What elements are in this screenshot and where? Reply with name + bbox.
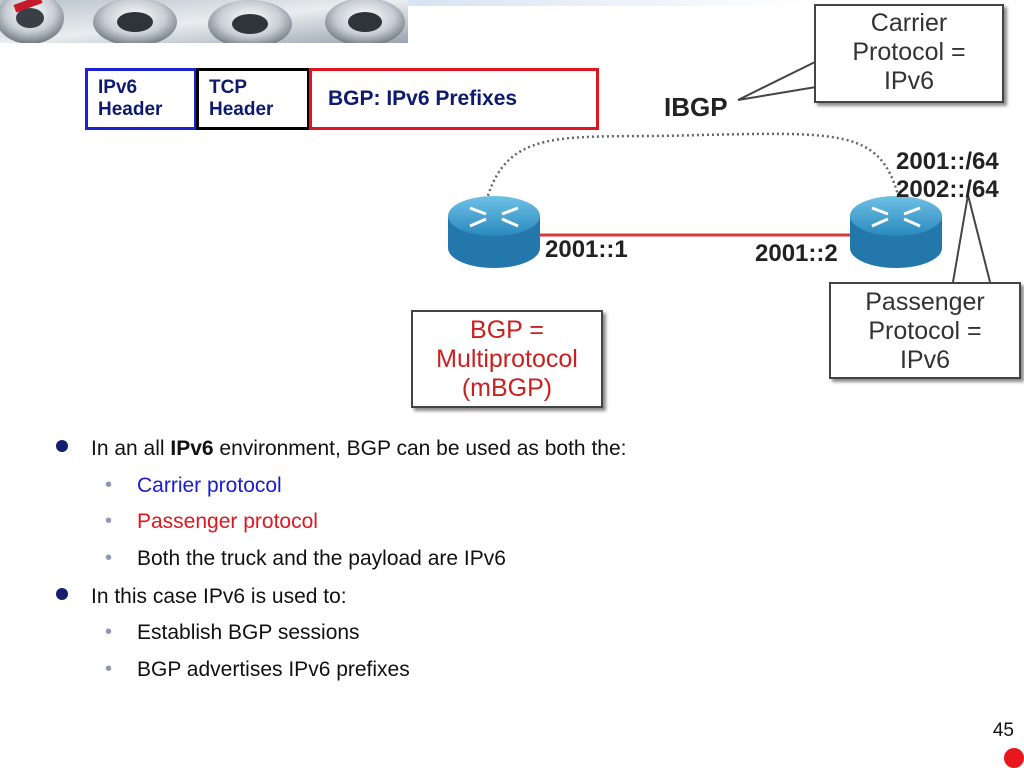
sub-bullet-marker-icon: • — [105, 510, 113, 532]
router-left-address: 2001::1 — [545, 236, 628, 263]
sub-bullet-2-2: • BGP advertises IPv6 prefixes — [105, 658, 410, 682]
bullet-1-text-before: In an all — [91, 437, 171, 460]
bullet-2-text: In this case IPv6 is used to: — [91, 585, 347, 608]
bgp-payload-label: BGP: IPv6 Prefixes — [328, 87, 518, 110]
prefix-label-1: 2001::/64 — [896, 148, 999, 175]
sub-bullet-1-1-text: Carrier protocol — [137, 474, 282, 497]
carrier-callout-pointer — [737, 61, 823, 101]
sub-bullet-marker-icon: • — [105, 621, 113, 643]
tcp-header-line2: Header — [209, 99, 274, 120]
passenger-protocol-callout: Passenger Protocol = IPv6 — [829, 282, 1021, 379]
passenger-line3: IPv6 — [899, 346, 951, 374]
sub-bullet-2-1: • Establish BGP sessions — [105, 621, 360, 645]
sub-bullet-1-3: • Both the truck and the payload are IPv… — [105, 547, 506, 571]
ibgp-session-arc — [480, 132, 900, 221]
bullet-1: In an all IPv6 environment, BGP can be u… — [56, 437, 627, 461]
passenger-callout-pointer — [952, 194, 991, 283]
mbgp-line3: (mBGP) — [461, 374, 553, 402]
sub-bullet-1-1: • Carrier protocol — [105, 474, 282, 498]
red-dot-icon — [1004, 748, 1024, 768]
bgp-payload-box: BGP: IPv6 Prefixes — [309, 68, 599, 130]
header-strip — [408, 0, 808, 6]
header-banner-image — [0, 0, 408, 43]
passenger-line2: Protocol = — [868, 317, 982, 345]
bullet-1-bold: IPv6 — [170, 437, 214, 460]
prefix-label-2: 2002::/64 — [896, 176, 999, 203]
sub-bullet-marker-icon: • — [105, 474, 113, 496]
ipv6-header-box: IPv6 Header — [85, 68, 197, 130]
passenger-line1: Passenger — [865, 288, 985, 316]
carrier-protocol-callout: Carrier Protocol = IPv6 — [814, 4, 1004, 103]
page-number: 45 — [992, 720, 1014, 741]
bullet-dot-icon — [56, 440, 68, 452]
sub-bullet-marker-icon: • — [105, 658, 113, 680]
sub-bullet-marker-icon: • — [105, 547, 113, 569]
mbgp-line2: Multiprotocol — [436, 345, 578, 373]
ipv6-header-line2: Header — [98, 99, 163, 120]
sub-bullet-2-2-text: BGP advertises IPv6 prefixes — [137, 658, 410, 681]
bullet-dot-icon — [56, 588, 68, 600]
ibgp-label: IBGP — [664, 92, 728, 122]
carrier-line2: Protocol = — [852, 38, 966, 66]
sub-bullet-1-2: • Passenger protocol — [105, 510, 318, 534]
router-left-icon — [448, 196, 540, 268]
tcp-header-line1: TCP — [209, 77, 247, 98]
sub-bullet-1-2-text: Passenger protocol — [137, 510, 318, 533]
sub-bullet-2-1-text: Establish BGP sessions — [137, 621, 360, 644]
mbgp-line1: BGP = — [470, 316, 544, 344]
bullet-1-text-after: environment, BGP can be used as both the… — [213, 437, 627, 460]
bullet-2: In this case IPv6 is used to: — [56, 585, 347, 609]
router-right-address: 2001::2 — [755, 240, 838, 267]
carrier-line1: Carrier — [870, 9, 948, 37]
sub-bullet-1-3-text: Both the truck and the payload are IPv6 — [137, 547, 506, 570]
mbgp-callout: BGP = Multiprotocol (mBGP) — [411, 310, 603, 408]
carrier-line3: IPv6 — [883, 67, 935, 95]
tcp-header-box: TCP Header — [196, 68, 310, 130]
router-right-icon — [850, 196, 942, 268]
ipv6-header-line1: IPv6 — [98, 77, 138, 98]
